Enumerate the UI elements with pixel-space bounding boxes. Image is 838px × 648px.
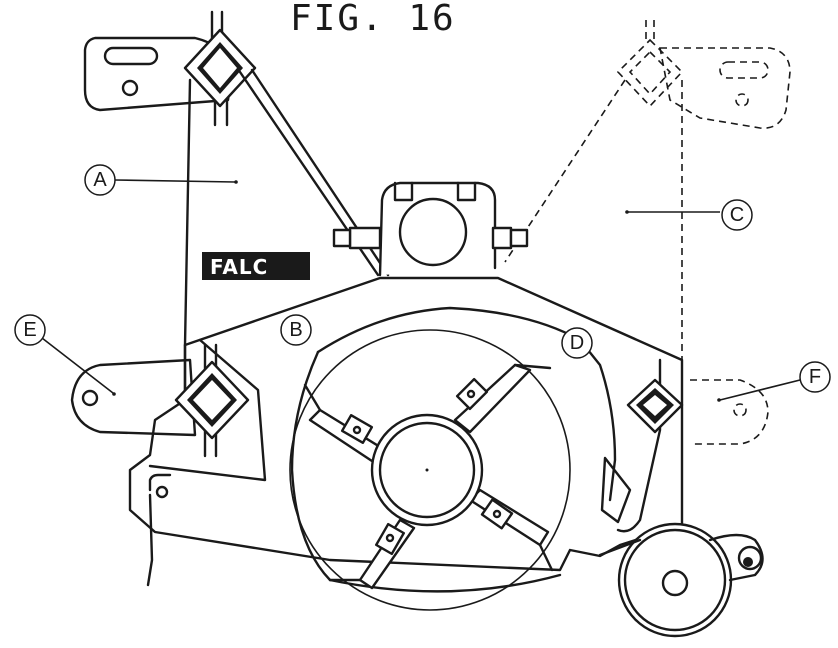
callout-c: C [625, 199, 753, 231]
svg-text:F: F [809, 366, 821, 388]
rotor-blade-down-left [328, 518, 416, 590]
callout-b: B [280, 314, 312, 346]
svg-text:FALC: FALC [210, 255, 268, 279]
rotor-blade-up-right [453, 363, 552, 434]
callout-d: D [561, 327, 593, 359]
left-vertical-rod [183, 78, 192, 347]
depth-roller-wheel [598, 522, 764, 638]
rotor-assembly [289, 329, 571, 611]
top-right-mount-bracket-dashed [616, 20, 791, 129]
lower-left-mount-bracket [70, 343, 250, 458]
lower-right-mount-bracket-dashed [690, 379, 769, 445]
gearbox-housing [332, 181, 529, 277]
rotor-guard-arc [316, 306, 617, 502]
svg-text:A: A [93, 169, 107, 191]
svg-text:D: D [570, 332, 584, 354]
svg-text:E: E [23, 319, 36, 341]
callout-a: A [84, 164, 238, 196]
drawbar-hook [146, 473, 172, 587]
svg-text:B: B [289, 319, 302, 341]
svg-text:C: C [730, 204, 744, 226]
top-left-diamond-joint [183, 10, 257, 127]
callout-e: E [14, 314, 116, 396]
falc-brand-logo: FALC [202, 252, 310, 280]
rotor-blade-left [303, 383, 387, 467]
callout-f: F [717, 361, 831, 402]
figure-title: FIG. 16 [290, 0, 456, 39]
